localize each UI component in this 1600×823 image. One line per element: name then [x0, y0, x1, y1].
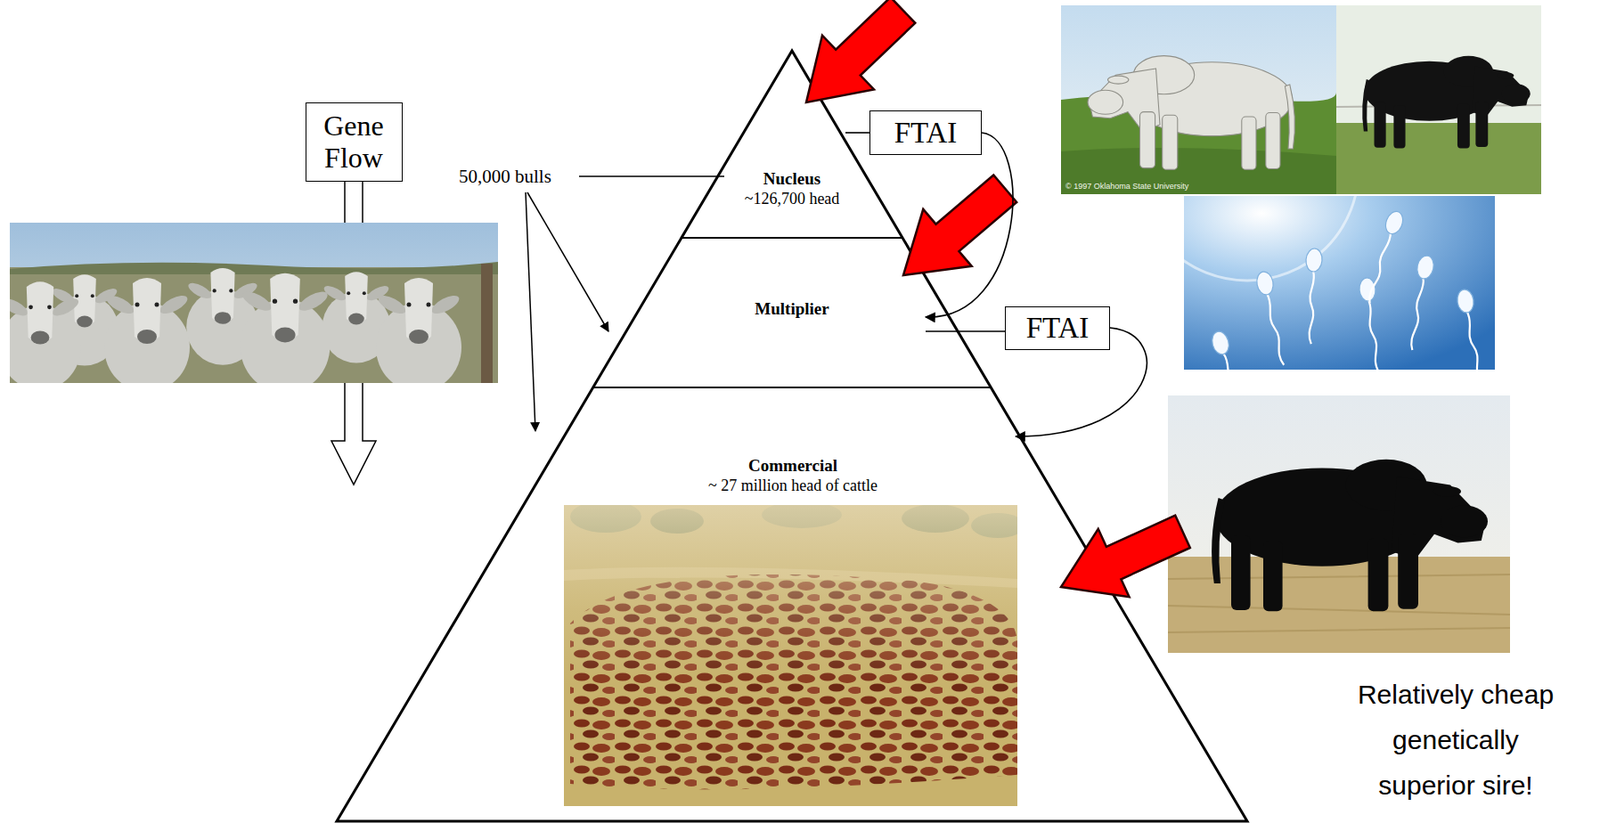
pyramid-tier: Multiplier [658, 267, 926, 357]
node-title: FTAI [1026, 310, 1090, 345]
node-subtitle: ~126,700 head [744, 188, 841, 209]
connector [925, 132, 1013, 318]
tier-divider [593, 386, 991, 389]
pyramid-outline [336, 50, 1248, 822]
angus-bull-photo [1336, 5, 1542, 195]
pyramid-tier: Commercial~ 27 million head of cattle [570, 427, 1016, 507]
gene-flow-arrow [331, 181, 376, 485]
tier-divider [681, 236, 903, 239]
brahman-herd-photo [9, 222, 498, 384]
node-title: Commercial [748, 456, 838, 476]
gene-flow-box: Gene Flow [305, 102, 403, 182]
brahman-bull-photo [1061, 5, 1337, 195]
caption-note: Relatively cheap genetically superior si… [1344, 671, 1568, 809]
node-title: Nucleus [763, 169, 821, 189]
leader-arrow [527, 192, 609, 332]
connector [925, 330, 1005, 333]
node-subtitle: ~ 27 million head of cattle [708, 475, 878, 496]
note-label: 50,000 bulls [458, 164, 552, 188]
node-title: FTAI [894, 115, 958, 150]
leader-line [579, 175, 725, 178]
node-title: Multiplier [754, 299, 829, 319]
watermark: © 1997 Oklahoma State University [1065, 181, 1189, 192]
sperm-photo [1183, 195, 1495, 370]
ftai-box: FTAI [869, 110, 982, 156]
sire-bull-photo [1167, 395, 1511, 654]
ftai-box: FTAI [1004, 306, 1111, 351]
leader-arrow [525, 192, 536, 432]
node-title: Gene Flow [311, 109, 397, 174]
pyramid-tier: Nucleus~126,700 head [738, 120, 846, 214]
commercial-herd-photo [563, 505, 1018, 807]
red-pointer-arrow [879, 160, 1030, 304]
red-pointer-arrow [1045, 497, 1199, 622]
connector [845, 131, 870, 134]
